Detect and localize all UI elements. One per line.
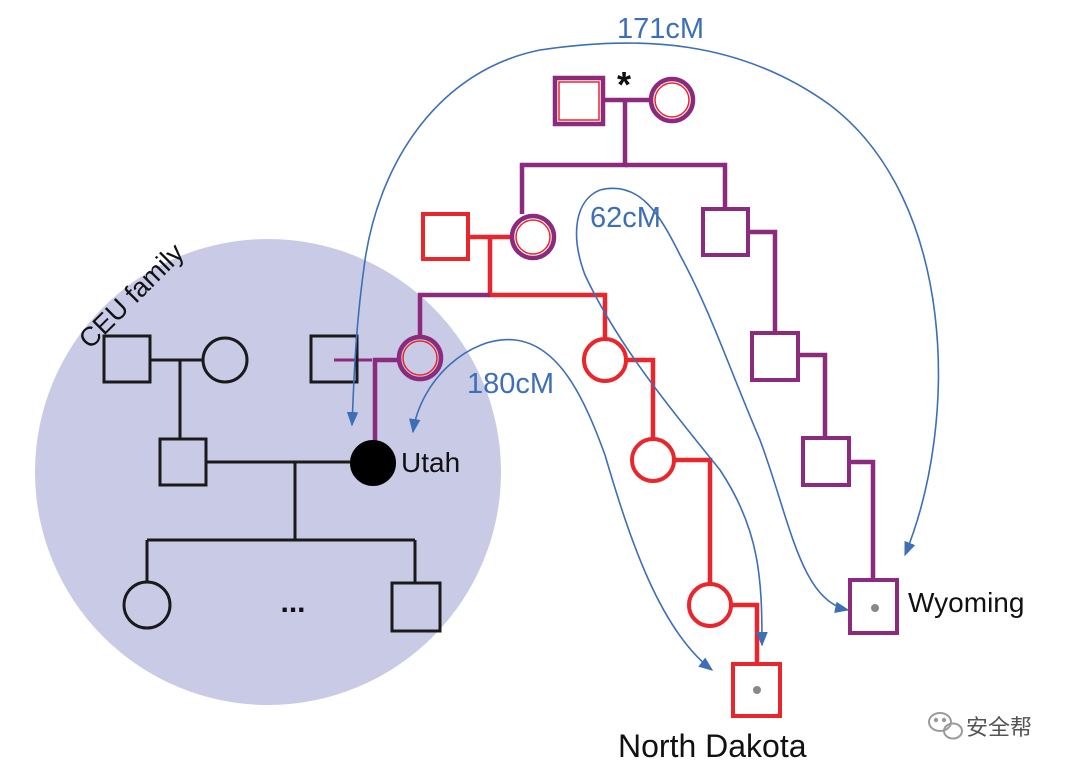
purple-chain-2: [798, 352, 828, 438]
founder-male-square: [552, 75, 606, 127]
ceu-father-square: [158, 437, 208, 487]
gen4-female-circle-red: [630, 437, 676, 483]
founder-descent-right: [625, 162, 728, 210]
ceu-child-circle: [122, 580, 172, 630]
gen3-female-circle-utah-line: [396, 334, 444, 382]
gen3-male-square-purple: [750, 331, 800, 382]
utah-label: Utah: [401, 447, 460, 478]
arrow-62cm: [575, 187, 850, 647]
utah-affected-circle: [350, 440, 396, 486]
ceu-maternal-grandfather-square: [309, 334, 359, 384]
arrow-171cm: [346, 42, 940, 557]
gen3-female-inner-outline: [402, 340, 438, 376]
segment-label-180cm: 180cM: [467, 368, 554, 400]
gen4-male-square-purple: [801, 436, 851, 487]
gen2-male-square: [421, 212, 470, 261]
segment-label-62cm: 62cM: [590, 202, 661, 234]
gen2-descent-left: [417, 292, 490, 337]
founder-female-circle: [648, 76, 696, 124]
gen5-female-circle-red: [687, 582, 733, 628]
ceu-grandmother-circle: [201, 336, 249, 384]
north-dakota-carrier-dot: [753, 686, 761, 694]
north-dakota-label: North Dakota: [618, 728, 807, 764]
ceu-grandfather-square: [102, 334, 152, 384]
gen2-female-inner-outline: [515, 219, 551, 255]
wyoming-square: [848, 578, 899, 635]
asterisk-marker: *: [617, 64, 631, 105]
watermark: 安全帮: [928, 712, 1032, 740]
gen2-female-circle: [509, 213, 557, 261]
purple-chain-1: [748, 229, 778, 334]
purple-chain-3: [849, 459, 876, 580]
founder-descent-left: [519, 100, 628, 214]
gen3-female-circle-red: [582, 337, 628, 383]
founder-female-inner-outline: [654, 82, 690, 118]
wyoming-carrier-dot: [871, 604, 879, 612]
segment-label-171cm: 171cM: [617, 13, 704, 45]
arrow-180cm: [409, 338, 714, 671]
wyoming-label: Wyoming: [908, 587, 1024, 618]
gen2-descent-right: [487, 237, 608, 340]
wechat-icon: [928, 712, 963, 740]
shared-segment-arrows: [346, 42, 940, 671]
watermark-text: 安全帮: [966, 715, 1032, 740]
ellipsis: ...: [280, 586, 305, 619]
gen2-right-male-square: [701, 207, 750, 257]
founder-male-inner-outline: [558, 81, 600, 121]
